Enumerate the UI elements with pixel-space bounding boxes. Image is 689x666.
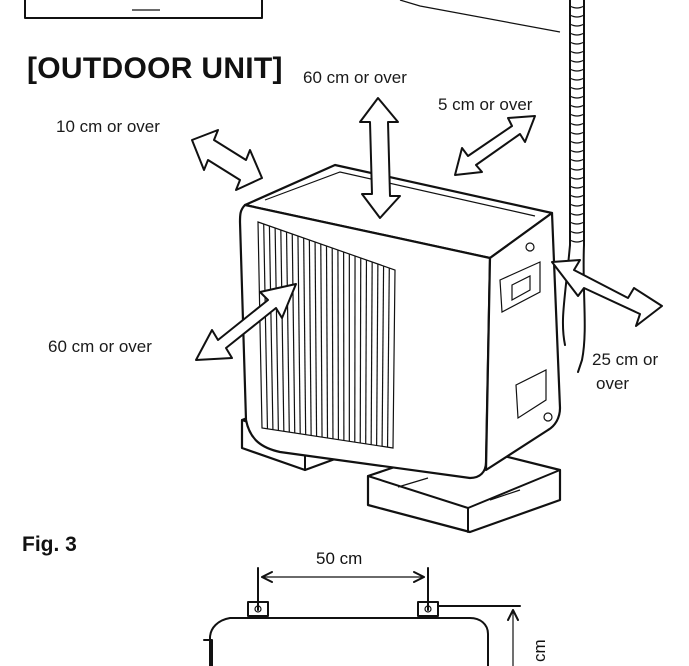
- grille-slat: [280, 229, 285, 432]
- outdoor-unit: [238, 163, 562, 480]
- grille-slat: [285, 231, 290, 433]
- hose-rib: [569, 122, 585, 126]
- grille-slat: [331, 247, 334, 439]
- hose-rib: [569, 95, 585, 99]
- grille-slat: [268, 225, 274, 430]
- height-dimension-label: cm: [530, 639, 549, 662]
- grille-slat: [376, 263, 379, 446]
- grille-slat: [291, 233, 296, 434]
- grille-slat: [308, 239, 312, 436]
- hose-rib: [569, 176, 585, 180]
- hose-rib: [569, 86, 585, 90]
- hose-rib: [569, 68, 585, 72]
- grille-slat: [297, 235, 301, 434]
- drain-hose: [561, 0, 586, 373]
- grille-slat: [274, 227, 279, 431]
- hose-rib: [569, 185, 585, 189]
- width-dimension-label: 50 cm: [316, 549, 363, 568]
- grille-slat: [386, 267, 390, 448]
- hose-rib: [569, 32, 585, 36]
- hose-rib: [569, 158, 585, 162]
- hose-rib: [569, 14, 585, 18]
- leader-line: [399, 0, 561, 33]
- hose-rib: [569, 41, 585, 45]
- clearance-label-top: 60 cm or over: [303, 68, 407, 87]
- hose-rib: [569, 239, 585, 243]
- hose-rib: [569, 203, 585, 207]
- hose-rib: [569, 149, 585, 153]
- hose-rib: [569, 50, 585, 54]
- bottom-diagram: [203, 567, 521, 666]
- clearance-label-back-right: 5 cm or over: [438, 95, 533, 114]
- grille-slat: [337, 249, 340, 440]
- hose-rib: [569, 221, 585, 225]
- hose-rib: [569, 194, 585, 198]
- hose-rib: [569, 59, 585, 63]
- grille-slat: [370, 261, 373, 445]
- callout-box-fragment: [24, 0, 263, 19]
- hose-rib: [569, 167, 585, 171]
- grille-slat: [381, 265, 385, 447]
- grille-slat: [365, 259, 368, 444]
- grille-slat: [314, 241, 318, 437]
- hose-rib: [569, 131, 585, 135]
- hose-rib: [569, 23, 585, 27]
- grille-slat: [359, 257, 362, 444]
- hose-rib: [569, 113, 585, 117]
- hose-rib: [569, 212, 585, 216]
- clearance-label-left: 10 cm or over: [56, 117, 160, 136]
- grille-slat: [325, 245, 329, 439]
- grille-slat: [263, 223, 269, 429]
- hose-rib: [569, 77, 585, 81]
- hose-rib: [569, 230, 585, 234]
- hose-rib: [569, 140, 585, 144]
- figure-label: Fig. 3: [22, 533, 77, 556]
- hose-rib: [569, 5, 585, 9]
- clearance-label-front: 60 cm or over: [48, 337, 152, 356]
- grille-slat: [303, 237, 307, 435]
- clearance-label-right-line1: 25 cm or: [592, 350, 659, 369]
- grille-slat: [320, 243, 323, 438]
- clearance-label-right-line2: over: [596, 374, 630, 393]
- section-heading: [OUTDOOR UNIT]: [27, 52, 283, 85]
- hose-rib: [569, 104, 585, 108]
- clearance-arrows: [191, 97, 663, 361]
